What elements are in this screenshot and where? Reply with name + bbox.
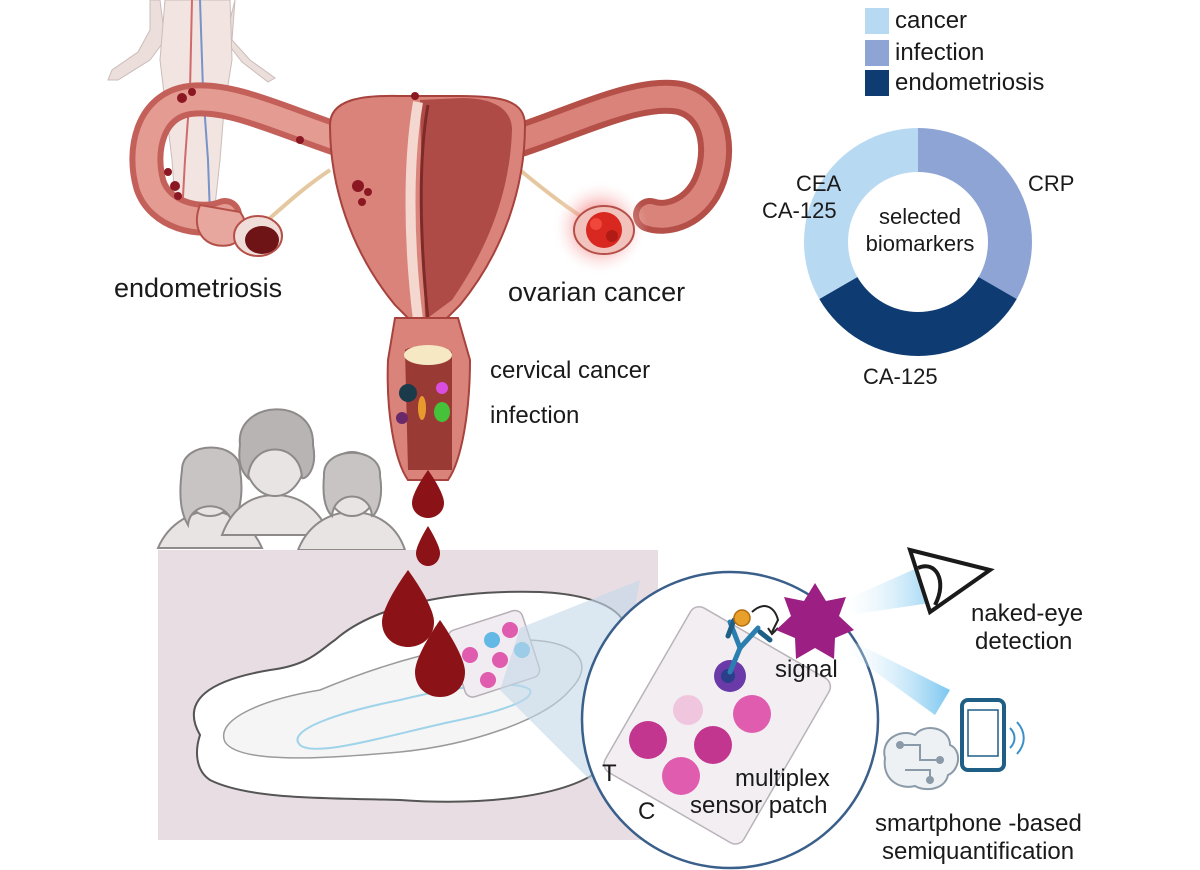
- donut-center-line2: biomarkers: [865, 231, 975, 256]
- pad-sensor-dot: [480, 672, 496, 688]
- label-infection: infection: [490, 402, 580, 429]
- endometriosis-lesions: [164, 88, 419, 206]
- label-ovarian-cancer: ovarian cancer: [508, 277, 686, 307]
- uterus-illustration: [129, 79, 732, 481]
- pathogen-orange: [418, 396, 426, 420]
- sensor-spot-pink: [733, 695, 771, 733]
- multiplex-patch: [603, 605, 832, 845]
- biomarker-label-ca125-cancer: CA-125: [762, 198, 837, 223]
- label-smartphone-line1: smartphone -based: [875, 810, 1082, 837]
- label-endometriosis: endometriosis: [114, 273, 283, 303]
- biomarker-label-ca125-endometriosis: CA-125: [863, 364, 938, 389]
- donut-segment-endometriosis: [819, 277, 1017, 356]
- smartphone-icon: [960, 698, 1025, 772]
- sensor-spot-pink: [662, 757, 700, 795]
- blood-drop: [412, 470, 444, 518]
- biomarker-donut-chart: [804, 128, 1032, 356]
- label-naked-eye-line1: naked-eye: [971, 600, 1084, 627]
- pathogen-dark: [399, 384, 417, 402]
- pathogen-green: [434, 402, 450, 422]
- label-naked-eye-line2: detection: [975, 628, 1073, 655]
- ovarian-tumor: [586, 212, 622, 248]
- donut-center-line1: selected: [879, 204, 961, 229]
- label-smartphone-line2: semiquantification: [882, 838, 1075, 865]
- pad-sensor-dot: [502, 622, 518, 638]
- pad-sensor-dot: [462, 647, 478, 663]
- blood-drops: [382, 470, 465, 697]
- legend-swatch-cancer: [865, 8, 889, 34]
- label-cervical-cancer: cervical cancer: [490, 357, 651, 384]
- biomarker-label-crp: CRP: [1028, 171, 1075, 196]
- donut-segment-infection: [918, 128, 1032, 299]
- pathogen-pink: [436, 382, 448, 394]
- light-beam: [845, 640, 950, 715]
- legend-swatch-endometriosis: [865, 70, 889, 96]
- sensor-spot-magenta: [629, 721, 667, 759]
- legend-label-endometriosis: endometriosis: [895, 69, 1045, 96]
- reaction-arrow-icon: [751, 605, 780, 633]
- label-patch-line1: multiplex: [735, 765, 830, 792]
- antibody-icon: [725, 617, 773, 675]
- eye-icon: [906, 547, 995, 616]
- antigen-icon: [733, 609, 751, 627]
- signal-star-icon: [776, 583, 854, 659]
- label-patch-line2: sensor patch: [690, 792, 828, 819]
- label-control-line: C: [638, 798, 656, 825]
- pad-sensor-dot: [492, 652, 508, 668]
- blood-drop: [382, 570, 434, 647]
- sensor-spot-light: [673, 695, 703, 725]
- label-signal: signal: [775, 656, 838, 683]
- ai-brain-icon: [883, 726, 959, 791]
- pad-sensor-dot: [484, 632, 500, 648]
- sensor-spot-magenta: [694, 726, 732, 764]
- legend-label-cancer: cancer: [895, 7, 968, 34]
- donut-segment-cancer: [804, 128, 918, 299]
- label-test-line: T: [602, 760, 617, 787]
- legend-swatch-infection: [865, 40, 889, 66]
- blood-drop: [416, 526, 440, 566]
- women-silhouettes: [156, 408, 407, 551]
- blood-drop: [415, 620, 465, 697]
- legend-label-infection: infection: [895, 39, 985, 66]
- biomarker-label-cea: CEA: [796, 171, 842, 196]
